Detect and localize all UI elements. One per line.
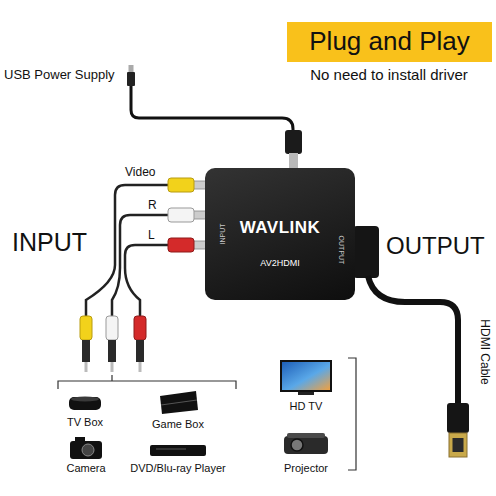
game-box-icon-groove: [161, 400, 197, 405]
device-name: Camera: [66, 462, 105, 475]
hd-tv-icon-screen: [282, 362, 330, 390]
video-plug: [168, 178, 194, 192]
tv-box-icon: [69, 397, 101, 410]
projector-icon: [284, 436, 328, 454]
dvd-player-icon-tray: [156, 449, 186, 450]
dvd-player-icon: [150, 445, 206, 456]
display-bracket: [348, 358, 356, 470]
left-plug-pin: [139, 362, 142, 372]
signal-name: L: [148, 229, 155, 243]
device-name-holder: DVD/Blu-ray Player: [130, 462, 225, 475]
device-name-holder: Camera: [66, 462, 105, 475]
right-plug-pin: [111, 362, 114, 372]
port-label: INPUT: [219, 224, 227, 245]
right-plug-end: [106, 316, 118, 340]
left-plug: [168, 238, 194, 252]
section-label: INPUT: [12, 228, 87, 257]
device-name-holder: Game Box: [152, 418, 204, 431]
signal-name-holder: Video: [125, 166, 155, 180]
video-cable: [86, 185, 168, 316]
hdmi-plug-end: [447, 403, 469, 433]
banner-box: Plug and Play: [287, 22, 492, 62]
micro-usb-plug: [285, 130, 302, 154]
right-plug-body: [108, 340, 116, 362]
hd-tv-icon-stand: [298, 392, 314, 395]
subtitle: No need to install driver: [310, 66, 468, 83]
right-audio-cable: [112, 215, 168, 316]
signal-name-holder: R: [148, 199, 157, 213]
subtitle-holder: No need to install driver: [310, 66, 468, 83]
usb-plug-tip: [129, 65, 134, 73]
source-bracket: [58, 375, 236, 389]
node-heading: Plug and Play: [309, 27, 469, 57]
converter-box: WAVLINK AV2HDMI: [205, 168, 355, 300]
cable-label-holder: HDMI Cable: [477, 319, 491, 384]
signal-name: R: [148, 199, 157, 213]
hd-tv-icon: [280, 360, 332, 392]
usb-plug: [127, 72, 135, 86]
camera-icon-lens: [82, 444, 94, 456]
device-name: DVD/Blu-ray Player: [130, 462, 225, 475]
left-plug-end: [134, 316, 146, 340]
device-name: HD TV: [290, 400, 323, 413]
hdmi-plug-socket: [453, 438, 464, 452]
right-plug: [168, 208, 194, 222]
port-label-holder: INPUT: [219, 224, 227, 245]
node-heading: WAVLINK: [240, 218, 321, 238]
section-label: OUTPUT: [386, 232, 485, 260]
section-label-holder: OUTPUT: [386, 232, 485, 260]
device-name-holder: HD TV: [290, 400, 323, 413]
video-plug-end: [80, 316, 92, 340]
device-name: Projector: [284, 462, 328, 475]
power-label-holder: USB Power Supply: [4, 68, 115, 83]
node-text: AV2HDMI: [260, 258, 299, 268]
left-audio-cable: [125, 245, 168, 316]
device-name-holder: TV Box: [67, 416, 103, 429]
device-name-holder: Projector: [284, 462, 328, 475]
port-label: OUTPUT: [337, 236, 345, 265]
projector-icon-lens: [291, 439, 303, 451]
hdmi-plug-body: [353, 226, 379, 278]
power-label: USB Power Supply: [4, 68, 115, 83]
device-name: Game Box: [152, 418, 204, 431]
port-label-holder: OUTPUT: [337, 236, 345, 265]
section-label-holder: INPUT: [12, 228, 87, 257]
game-box-icon: [160, 391, 198, 414]
cable-label: HDMI Cable: [477, 319, 491, 384]
camera-icon: [70, 441, 102, 459]
device-name: TV Box: [67, 416, 103, 429]
video-plug-body: [82, 340, 90, 362]
hdmi-plug-head: [449, 433, 467, 457]
signal-name-holder: L: [148, 229, 155, 243]
video-plug-pin: [85, 362, 88, 372]
signal-name: Video: [125, 166, 155, 180]
projector-icon-top: [287, 433, 325, 438]
hdmi-cable: [368, 276, 458, 405]
usb-cable: [131, 86, 293, 132]
camera-icon-top: [75, 437, 85, 442]
left-plug-body: [136, 340, 144, 362]
tv-box-icon-top: [71, 397, 99, 402]
